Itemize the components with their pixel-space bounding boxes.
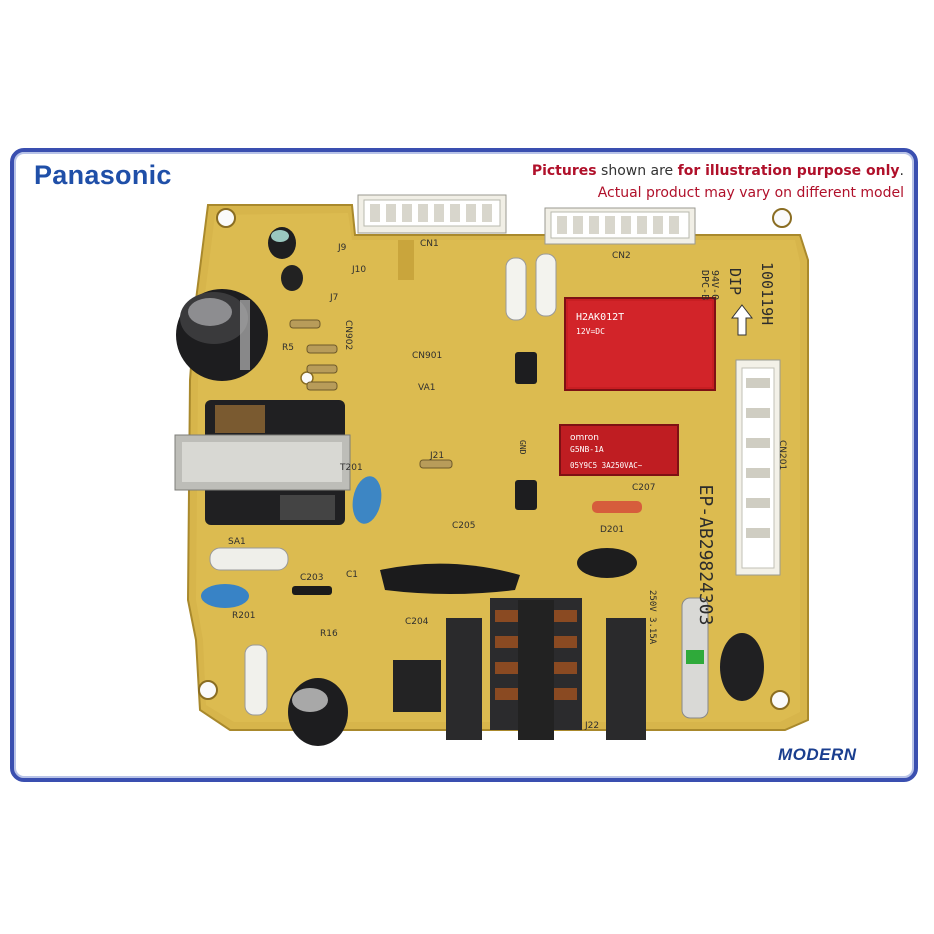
svg-text:SA1: SA1 [228, 537, 246, 547]
svg-text:C205: C205 [452, 521, 475, 531]
svg-text:J9: J9 [337, 243, 347, 253]
svg-text:R201: R201 [232, 611, 255, 621]
capacitor-c203 [288, 678, 348, 746]
svg-text:C203: C203 [300, 573, 323, 583]
brand-logo: Panasonic [34, 160, 172, 190]
svg-text:C204: C204 [405, 617, 429, 627]
transformer-t201 [174, 400, 351, 525]
svg-text:DPC-B: DPC-B [699, 270, 710, 300]
svg-text:DIP: DIP [726, 268, 744, 295]
disclaimer-line-1: Pictures shown are for illustration purp… [531, 163, 904, 179]
svg-text:VA1: VA1 [418, 383, 435, 393]
relay-2: omron G5NB-1A 05Y9C5 3A250VAC~ [559, 424, 679, 476]
svg-text:94V-0: 94V-0 [709, 270, 720, 300]
svg-text:CN1: CN1 [420, 239, 439, 249]
disclaimer-notice: Pictures shown are for illustration purp… [532, 160, 904, 204]
svg-text:250V 3.15A: 250V 3.15A [647, 590, 657, 645]
choke-coil [490, 598, 582, 740]
svg-text:GND: GND [518, 440, 527, 455]
svg-text:100119H: 100119H [758, 262, 776, 325]
svg-text:C1: C1 [346, 570, 358, 580]
svg-text:CN201: CN201 [777, 440, 787, 470]
svg-text:05Y9C5 3A250VAC~: 05Y9C5 3A250VAC~ [570, 461, 643, 470]
svg-text:J22: J22 [584, 721, 599, 731]
svg-text:CN2: CN2 [612, 251, 631, 261]
store-watermark: MODERN [778, 745, 857, 764]
svg-text:R5: R5 [282, 343, 294, 353]
fuse [681, 597, 709, 719]
pcb-code: EP-AB29824303 [695, 485, 716, 626]
svg-text:CN901: CN901 [412, 351, 442, 361]
svg-text:T201: T201 [339, 463, 363, 473]
relay-1: H2AK012T 12V=DC [564, 297, 716, 391]
svg-text:J21: J21 [429, 451, 444, 461]
svg-text:J10: J10 [351, 265, 366, 275]
svg-text:R16: R16 [320, 629, 338, 639]
connector-cn201 [735, 359, 781, 576]
relay1-label: H2AK012T [576, 312, 624, 323]
svg-text:12V=DC: 12V=DC [576, 327, 605, 336]
svg-text:C207: C207 [632, 483, 655, 493]
disclaimer-line-2: Actual product may vary on different mod… [597, 185, 904, 201]
svg-text:D201: D201 [600, 525, 624, 535]
svg-text:G5NB-1A: G5NB-1A [570, 445, 604, 454]
capacitor-c1 [176, 289, 268, 381]
svg-text:J7: J7 [329, 293, 338, 303]
connector-cn2 [544, 207, 696, 245]
svg-text:CN902: CN902 [343, 320, 353, 350]
connector-cn1 [357, 194, 507, 234]
svg-text:omron: omron [570, 433, 599, 443]
